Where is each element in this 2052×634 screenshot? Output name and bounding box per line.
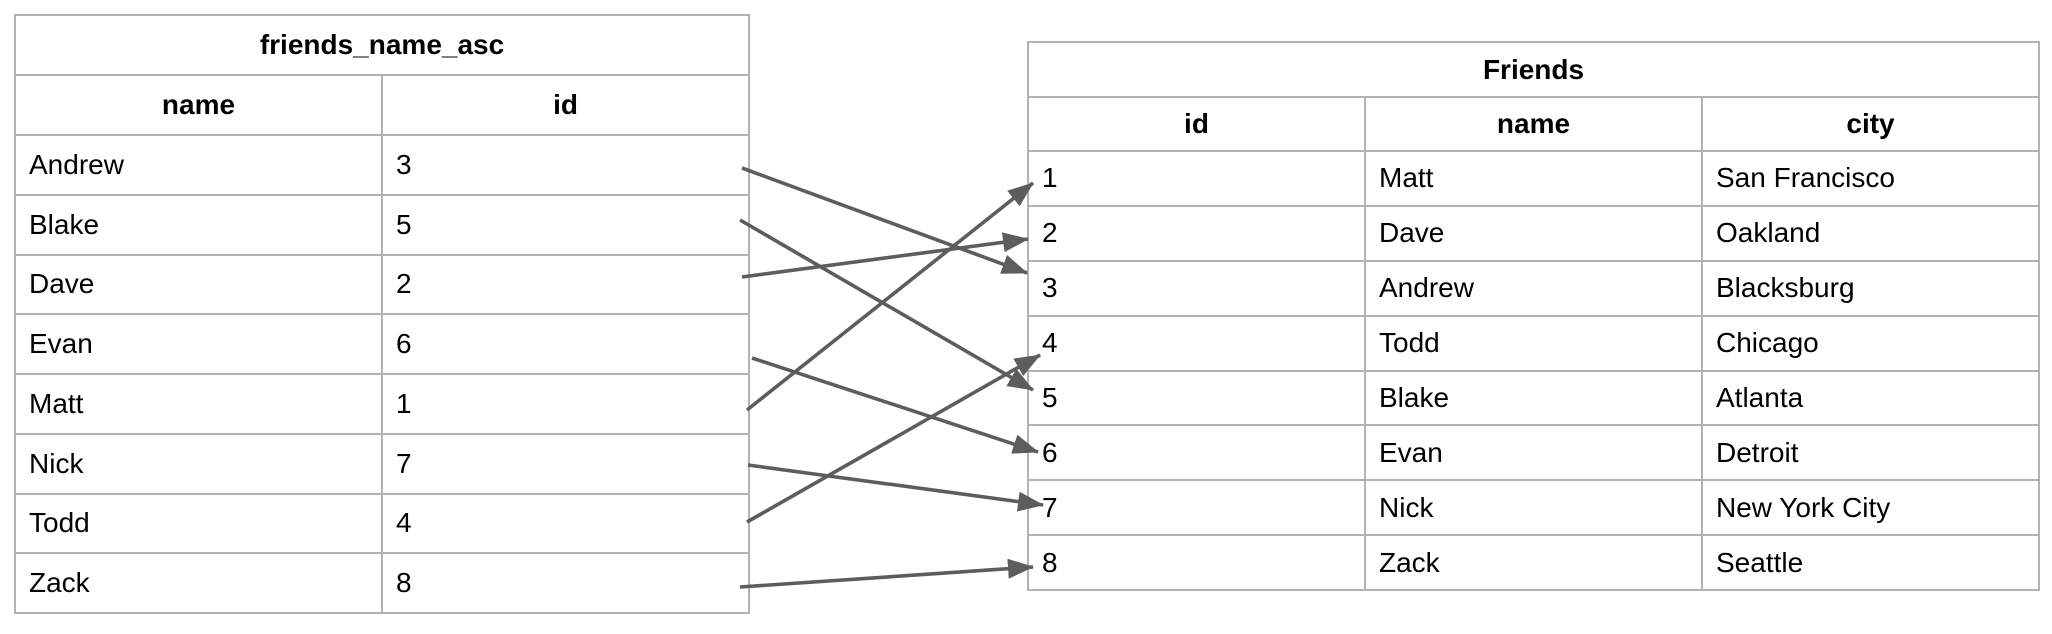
friends-table-cell-city: Seattle	[1700, 534, 2041, 591]
friends-table-cell-id: 1	[1027, 150, 1366, 207]
friends-table-cell-name: Andrew	[1364, 259, 1703, 317]
friends-table-cell-name: Zack	[1364, 534, 1703, 591]
index-table-cell-name: Blake	[14, 193, 383, 256]
index-arrow-Matt-to-id-1	[745, 181, 1035, 412]
index-table-cell-name: Todd	[14, 492, 383, 555]
friends-table-cell-name: Matt	[1364, 150, 1703, 207]
friends-table-title: Friends	[1026, 41, 2041, 98]
index-table-cell-id: 3	[380, 134, 751, 196]
index-arrow-Andrew-to-id-3	[741, 166, 1028, 275]
friends-table-cell-name: Todd	[1364, 314, 1703, 372]
friends-table-cell-id: 8	[1027, 534, 1366, 591]
friends-table-cell-name: Blake	[1364, 369, 1703, 427]
friends-table-column-header-id: id	[1027, 96, 1366, 152]
index-table-cell-id: 7	[380, 432, 751, 495]
index-arrow-Evan-to-id-6	[751, 356, 1039, 454]
index-table-title-row: friends_name_asc	[13, 14, 751, 76]
friends-table-cell-city: Atlanta	[1700, 369, 2041, 427]
index-table-cell-id: 6	[380, 313, 751, 375]
index-arrow-Zack-to-id-8	[739, 558, 1034, 589]
index-arrow-Dave-to-id-2	[741, 232, 1029, 279]
friends-table-cell-name: Dave	[1364, 204, 1703, 262]
friends-table-cell-city: New York City	[1700, 479, 2041, 537]
friends-table-cell-city: Detroit	[1700, 424, 2041, 482]
index-arrow-Todd-to-id-4	[746, 353, 1041, 524]
friends-table-cell-city: San Francisco	[1700, 150, 2041, 207]
index-table-column-header-name: name	[14, 74, 383, 136]
index-table-cell-id: 4	[380, 492, 751, 555]
friends-table-column-header-name: name	[1364, 96, 1703, 152]
index-table-title: friends_name_asc	[13, 14, 751, 76]
friends-table-cell-city: Oakland	[1700, 204, 2041, 262]
friends-table-cell-name: Evan	[1364, 424, 1703, 482]
friends-table-cell-name: Nick	[1364, 479, 1703, 537]
friends-table-cell-id: 6	[1027, 424, 1366, 482]
index-table-cell-name: Zack	[14, 552, 383, 614]
index-table-cell-name: Andrew	[14, 134, 383, 196]
friends-table-cell-id: 3	[1027, 259, 1366, 317]
index-table-cell-name: Dave	[14, 253, 383, 316]
friends-table-cell-id: 5	[1027, 369, 1366, 427]
friends-table-title-row: Friends	[1026, 41, 2041, 98]
index-table-cell-id: 1	[380, 373, 751, 435]
index-table-cell-id: 5	[380, 193, 751, 256]
friends-table-cell-id: 2	[1027, 204, 1366, 262]
index-table-cell-name: Nick	[14, 432, 383, 495]
index-arrow-Nick-to-id-7	[747, 463, 1044, 512]
index-table-cell-id: 2	[380, 253, 751, 316]
index-table-cell-name: Matt	[14, 373, 383, 435]
friends-table-cell-city: Blacksburg	[1700, 259, 2041, 317]
friends-table-cell-city: Chicago	[1700, 314, 2041, 372]
friends-table-cell-id: 4	[1027, 314, 1366, 372]
index-arrow-Blake-to-id-5	[739, 218, 1034, 392]
index-table-column-header-id: id	[380, 74, 751, 136]
index-table-cell-id: 8	[380, 552, 751, 614]
friends-table-cell-id: 7	[1027, 479, 1366, 537]
index-table-cell-name: Evan	[14, 313, 383, 375]
friends-table-column-header-city: city	[1700, 96, 2041, 152]
